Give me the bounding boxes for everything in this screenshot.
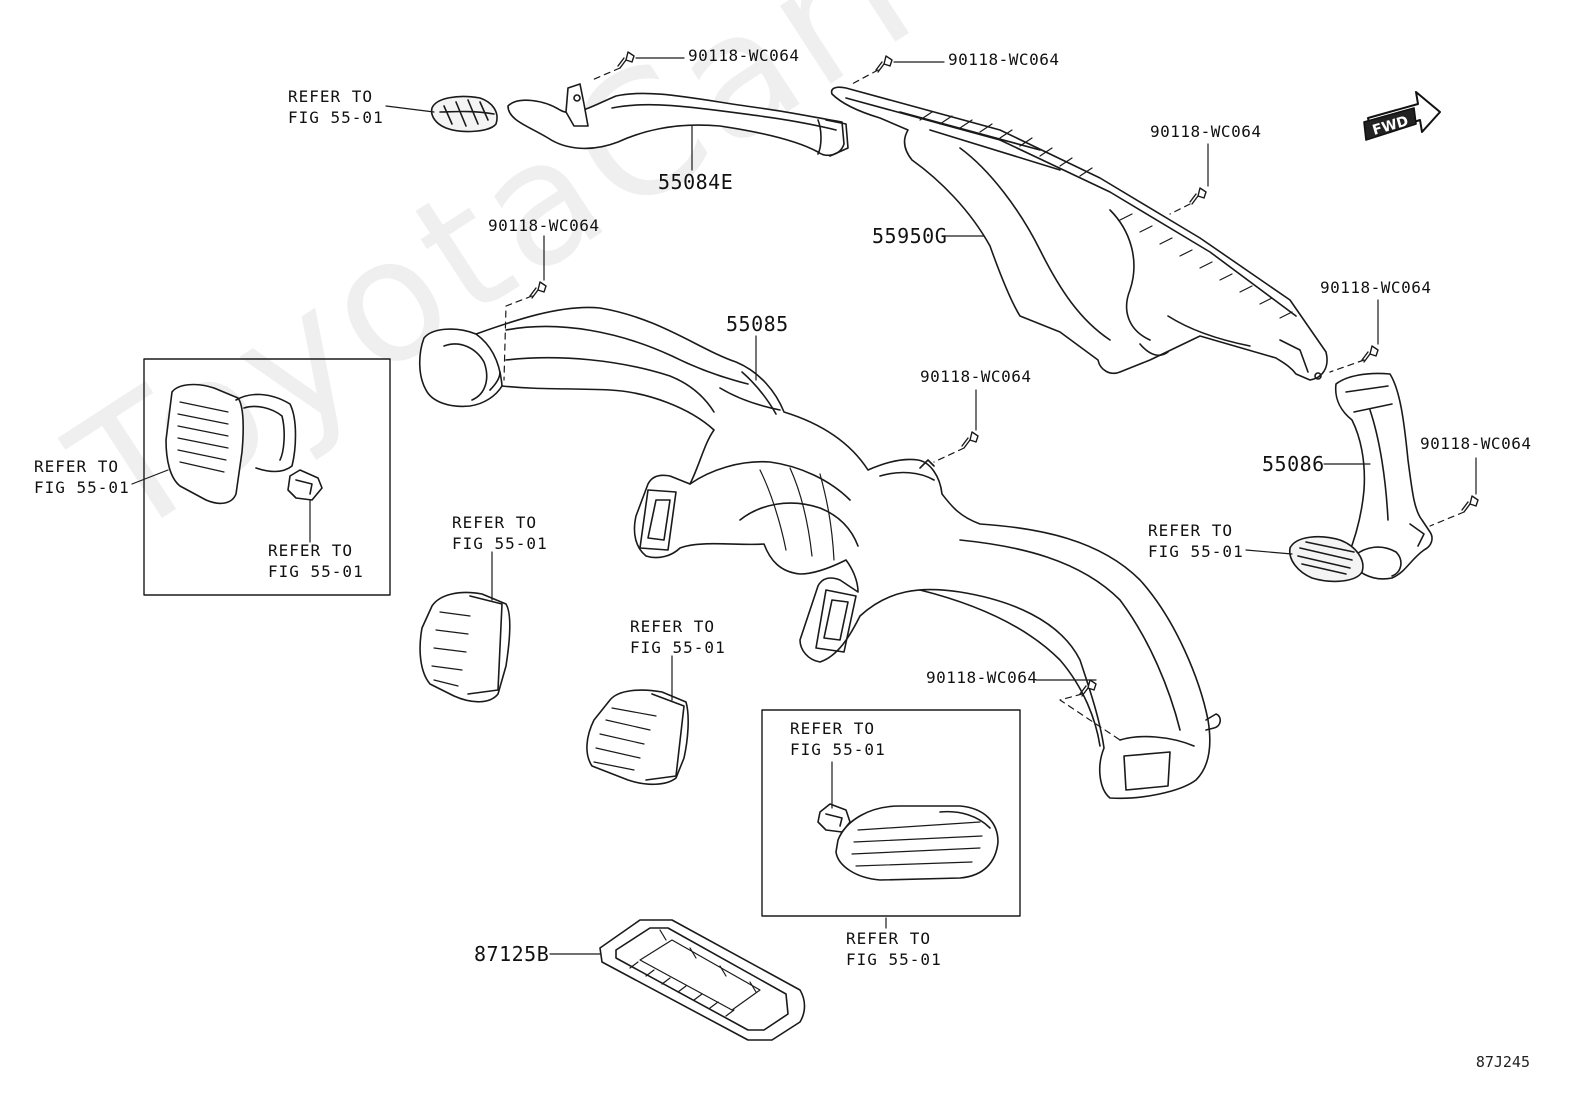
screw-7-label: 90118-WC064: [1420, 434, 1532, 453]
screw-8-icon: [1079, 679, 1097, 697]
screw-6-label: 90118-WC064: [920, 367, 1032, 386]
screw-7-icon: [1461, 495, 1479, 513]
tray-87125b: [599, 919, 806, 1041]
center-left-register-1: [419, 591, 511, 703]
fwd-arrow-icon: FWD: [1363, 91, 1441, 141]
screw-5-label: 90118-WC064: [1320, 278, 1432, 297]
left-clip: [287, 469, 323, 501]
part-label-55085: 55085: [726, 312, 789, 336]
part-label-87125b: 87125B: [474, 942, 550, 966]
screw-3-icon: [1189, 187, 1207, 205]
center-register: [835, 805, 999, 881]
part-label-55086: 55086: [1262, 452, 1325, 476]
duct-55084e: [507, 83, 849, 157]
center-detail-box: [761, 709, 1021, 917]
upper-left-register: [430, 95, 498, 133]
screw-6-icon: [961, 431, 979, 449]
duct-55085: [418, 306, 1222, 800]
screw-4-label: 90118-WC064: [488, 216, 600, 235]
center-clip: [817, 803, 851, 833]
right-register: [1288, 535, 1364, 583]
screw-2-icon: [875, 55, 893, 73]
screw-5-icon: [1361, 345, 1379, 363]
duct-55950g: [830, 86, 1328, 381]
screw-1-icon: [617, 51, 635, 69]
center-left-register-2: [586, 689, 689, 786]
part-label-55084e: 55084E: [658, 170, 734, 194]
screw-4-icon: [529, 281, 547, 299]
screw-1-label: 90118-WC064: [688, 46, 800, 65]
left-side-register: [165, 383, 297, 505]
leader-lines: [131, 57, 1477, 955]
screw-3-label: 90118-WC064: [1150, 122, 1262, 141]
part-label-55950g: 55950G: [872, 224, 948, 248]
left-detail-box: [143, 358, 391, 596]
duct-55086: [1334, 372, 1433, 580]
screw-2-label: 90118-WC064: [948, 50, 1060, 69]
screw-8-label: 90118-WC064: [926, 668, 1038, 687]
install-lines: [503, 67, 1465, 741]
diagram-code: 87J245: [1475, 1053, 1530, 1071]
